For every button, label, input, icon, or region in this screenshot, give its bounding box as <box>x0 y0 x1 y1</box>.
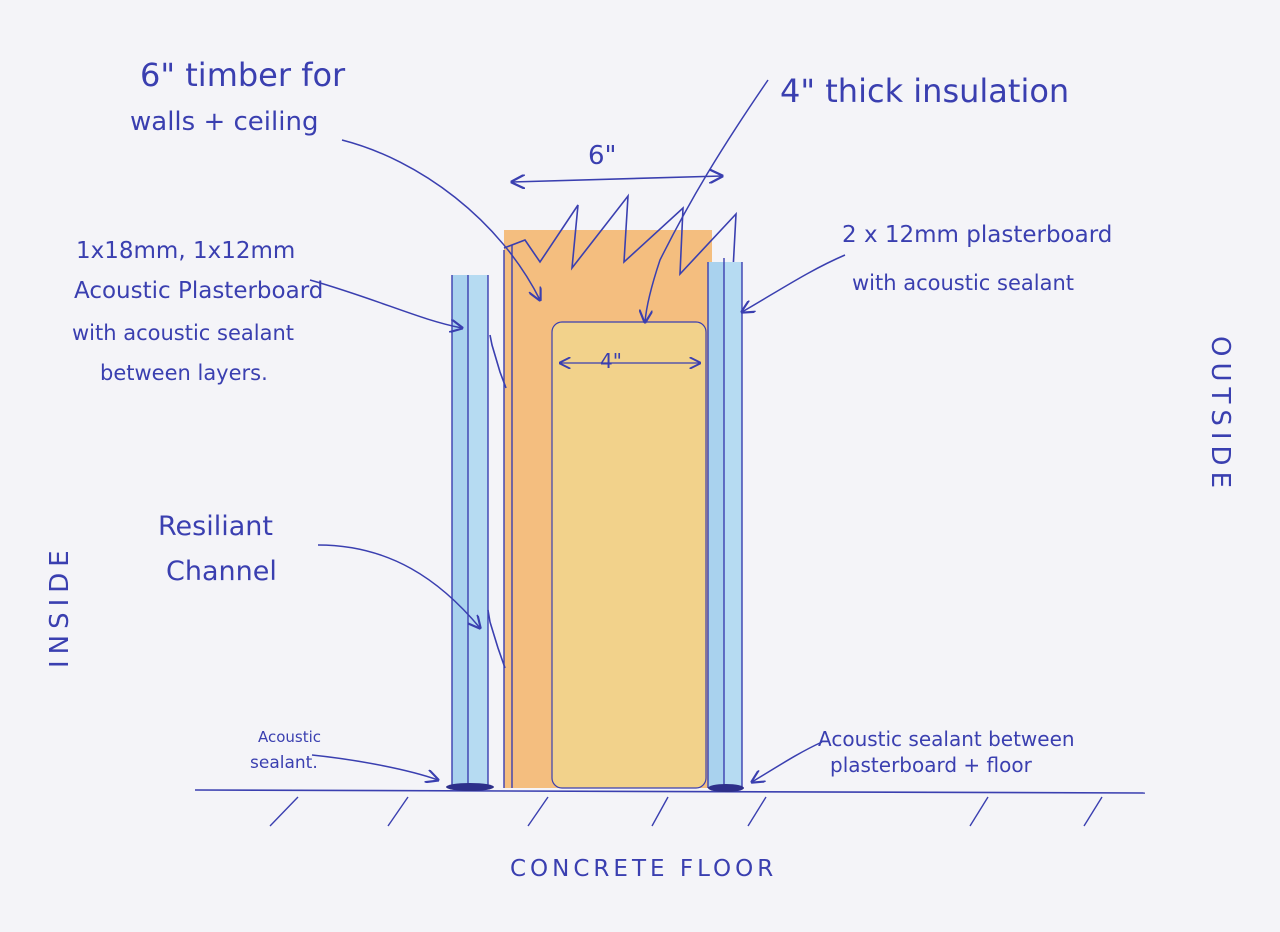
labels: 6" timber for walls + ceiling 4" thick i… <box>45 56 1235 882</box>
acoustic-label-line-4: between layers. <box>100 361 268 385</box>
timber-top-zigzag <box>503 193 737 277</box>
outside-sealant-bead <box>708 784 744 792</box>
plaster-label-line-1: 2 x 12mm plasterboard <box>842 222 1112 248</box>
insulation-batt <box>551 321 707 789</box>
acoustic-label-line-1: 1x18mm, 1x12mm <box>76 238 295 264</box>
inside-plasterboard-layer-1 <box>452 275 468 787</box>
outside-label: OUTSIDE <box>1205 336 1235 494</box>
dim-6in-label: 6" <box>588 141 617 171</box>
plaster-label-line-2: with acoustic sealant <box>852 271 1074 295</box>
floor-label: CONCRETE FLOOR <box>510 856 777 882</box>
outside-plasterboard-layer-2 <box>724 262 742 788</box>
acoustic-label-line-3: with acoustic sealant <box>72 321 294 345</box>
resilient-label-line-1: Resiliant <box>158 511 273 542</box>
resilient-channel-top-icon <box>489 334 507 389</box>
outside-plasterboard-layer-1 <box>708 262 724 788</box>
inside-plasterboard-layer-2 <box>468 275 488 787</box>
timber-label-line-1: 6" timber for <box>140 56 346 94</box>
timber-label-line-2: walls + ceiling <box>130 107 318 137</box>
wall-lines <box>451 245 743 788</box>
sealant-left-label-line-1: Acoustic <box>258 728 321 746</box>
floor-line <box>194 789 1146 794</box>
sealant-left-label-line-2: sealant. <box>250 753 318 773</box>
inside-sealant-bead <box>446 783 494 791</box>
resilient-channel-bottom-icon <box>487 609 506 669</box>
dim-4in-label: 4" <box>600 349 622 373</box>
inside-label: INSIDE <box>45 544 75 668</box>
resilient-label-line-2: Channel <box>166 556 277 587</box>
floor-hatching <box>269 796 1103 827</box>
sealant-right-label-line-1: Acoustic sealant between <box>818 727 1075 751</box>
dim-6in-arrow <box>512 176 722 182</box>
insulation-label: 4" thick insulation <box>780 72 1069 110</box>
sealant-right-label-line-2: plasterboard + floor <box>830 753 1033 777</box>
leader-arrows <box>309 79 846 782</box>
acoustic-label-line-2: Acoustic Plasterboard <box>74 278 323 304</box>
